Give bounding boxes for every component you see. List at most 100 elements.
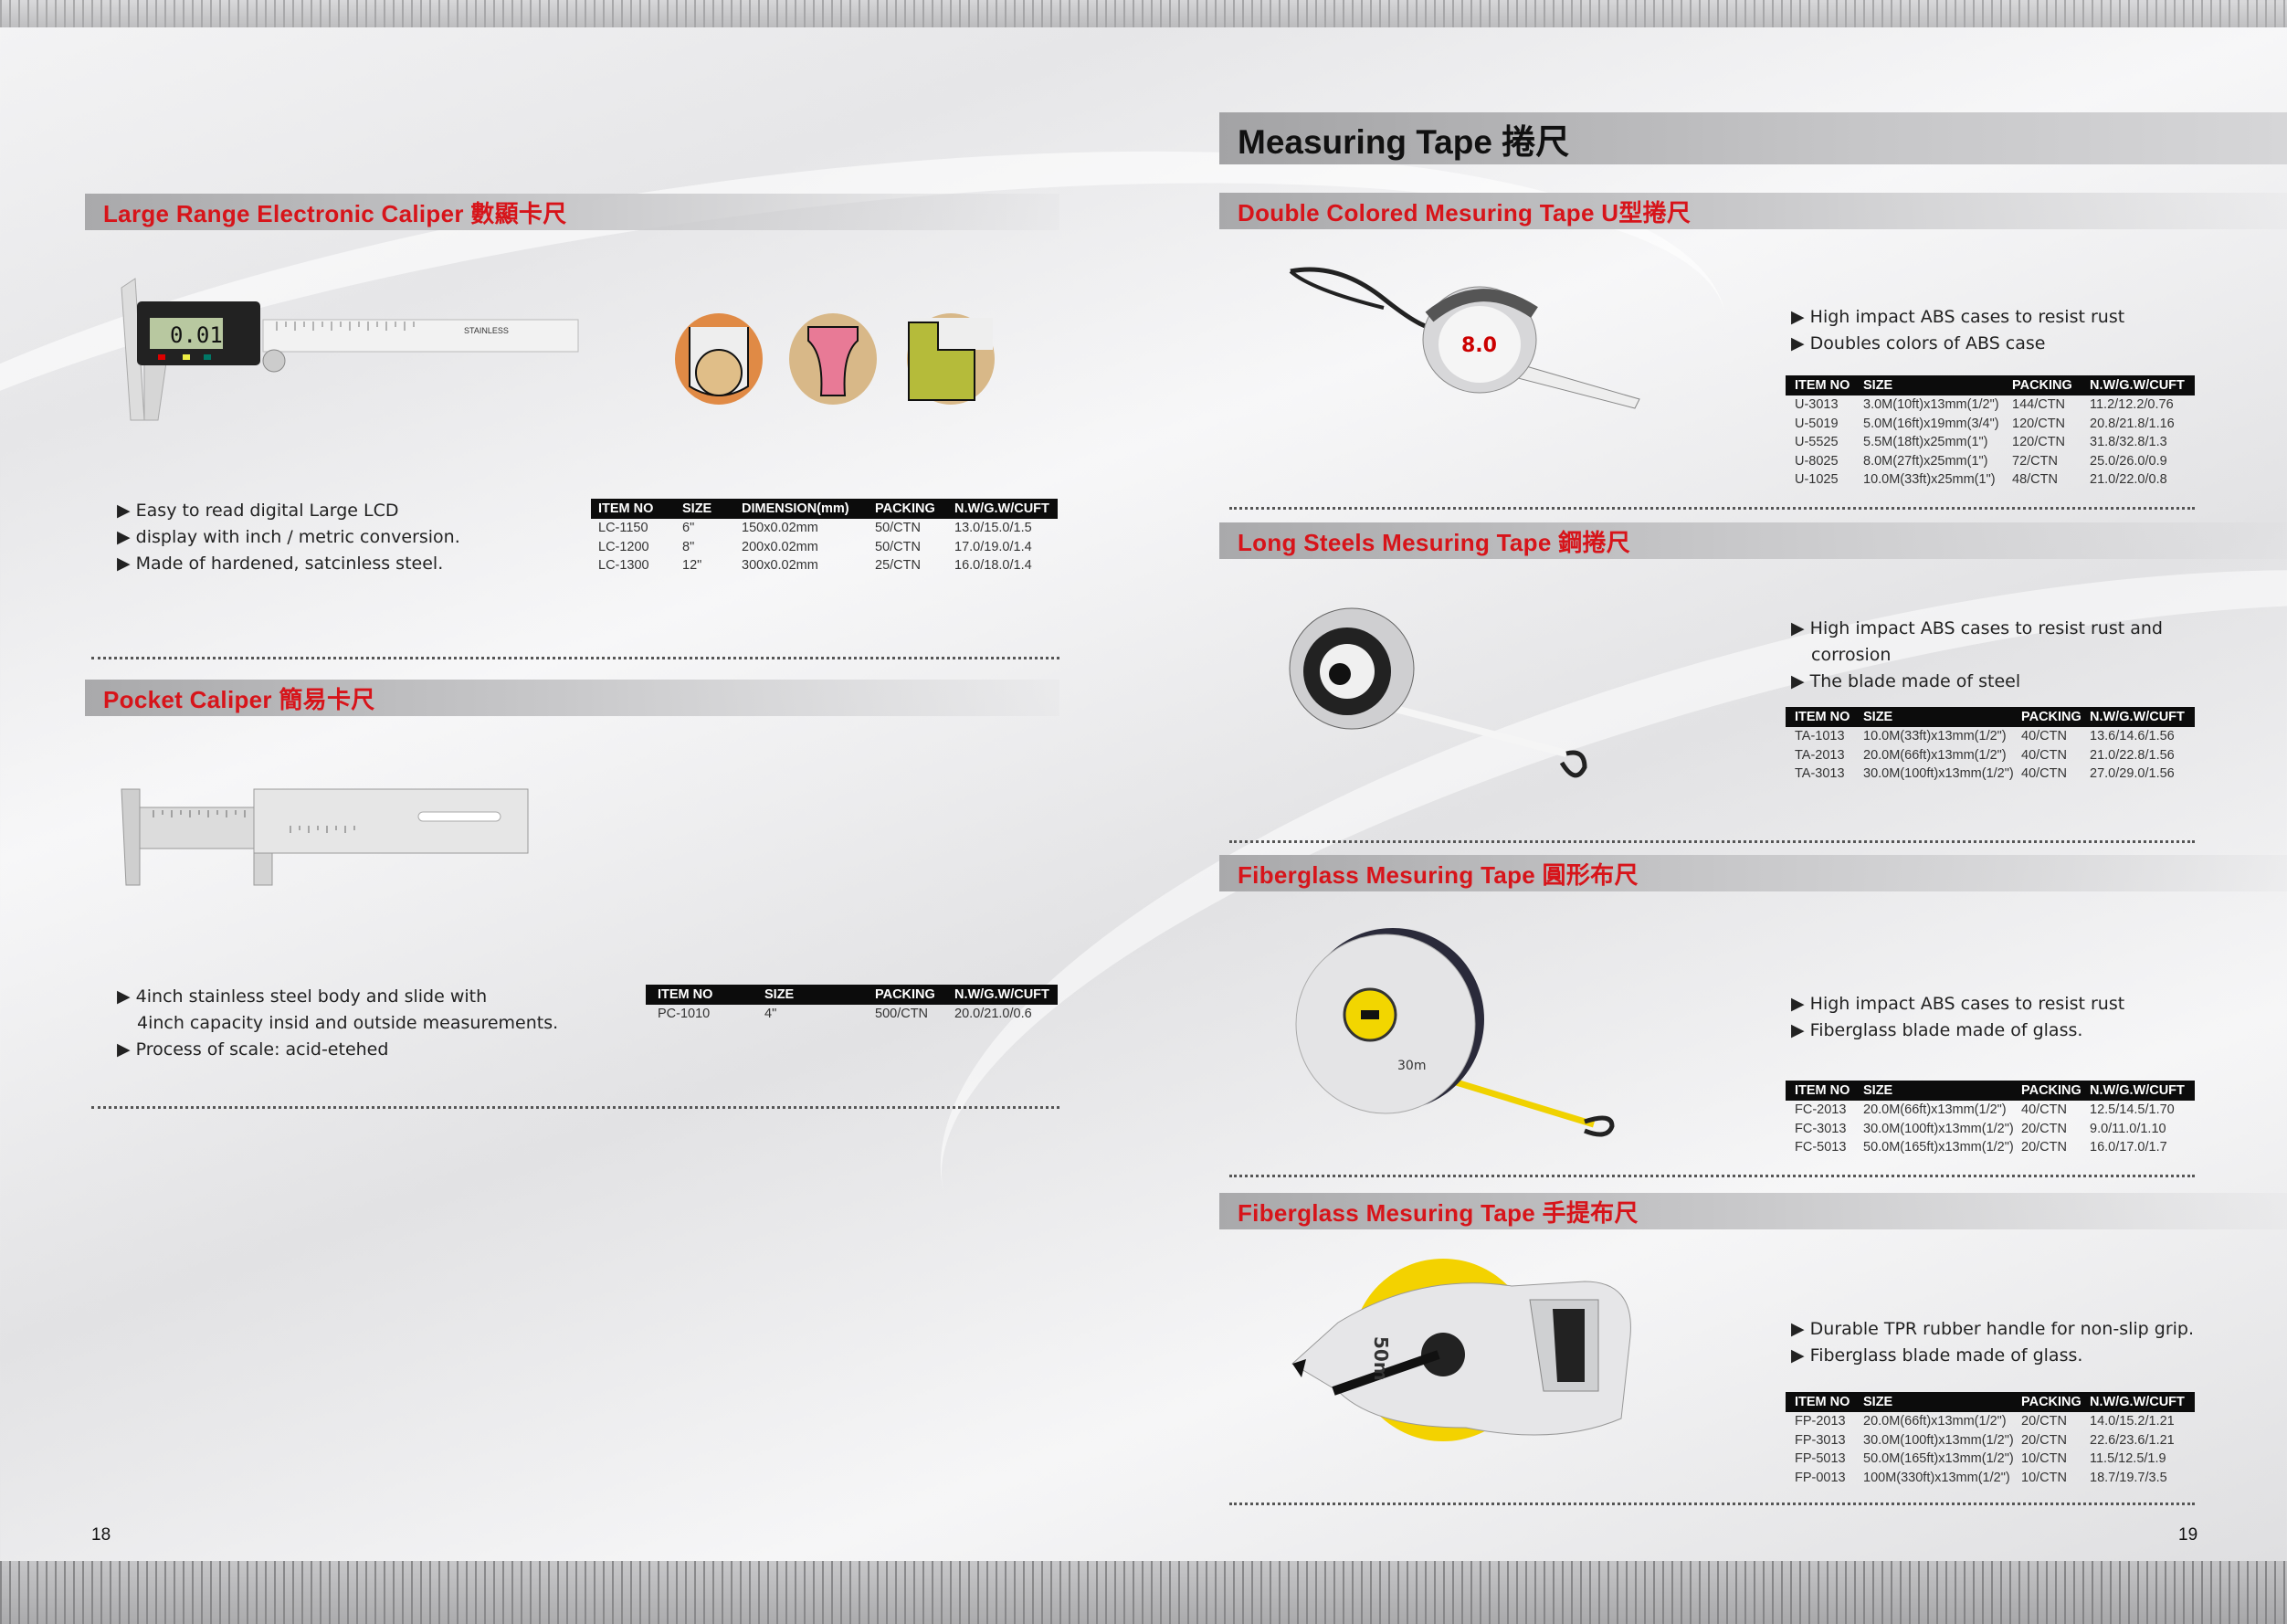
table-cell: 5.5M(18ft)x25mm(1") <box>1863 435 1988 450</box>
table-cell: FP-2013 <box>1795 1414 1846 1429</box>
table-cell: 27.0/29.0/1.56 <box>2090 766 2175 782</box>
feature-item: ▶ Fiberglass blade made of glass. <box>1791 1345 2083 1366</box>
table-cell: 10/CTN <box>2021 1451 2067 1467</box>
section-header-electronic-caliper: Large Range Electronic Caliper 數顯卡尺 <box>85 194 1059 230</box>
table-cell: FC-2013 <box>1795 1102 1847 1118</box>
table-cell: 120/CTN <box>2012 435 2066 450</box>
table-header: ITEM NO SIZE PACKING N.W/G.W/CUFT <box>1786 1081 2195 1101</box>
column-header: SIZE <box>764 987 795 1002</box>
table-cell: PC-1010 <box>658 1007 711 1022</box>
table-cell: 10/CTN <box>2021 1470 2067 1485</box>
table-cell: U-3013 <box>1795 397 1839 413</box>
table-cell: LC-1200 <box>598 539 649 554</box>
divider <box>1229 840 2195 843</box>
table-cell: 12.5/14.5/1.70 <box>2090 1102 2175 1118</box>
column-header: ITEM NO <box>1795 1083 1850 1098</box>
pocket-caliper-features: ▶ 4inch stainless steel body and slide w… <box>117 984 558 1063</box>
table-cell: LC-1300 <box>598 558 649 574</box>
column-header: N.W/G.W/CUFT <box>2090 1395 2185 1409</box>
column-header: N.W/G.W/CUFT <box>2090 710 2185 724</box>
table-cell: 50/CTN <box>875 521 921 536</box>
table-cell: 5.0M(16ft)x19mm(3/4") <box>1863 416 1999 431</box>
table-cell: 144/CTN <box>2012 397 2066 413</box>
column-header: PACKING <box>2021 1083 2081 1098</box>
long-steel-tape-image <box>1289 607 1587 778</box>
divider <box>1229 507 2195 510</box>
table-cell: 50.0M(165ft)x13mm(1/2") <box>1863 1451 2014 1467</box>
column-header: ITEM NO <box>598 501 654 516</box>
electronic-caliper-features: ▶ Easy to read digital Large LCD ▶ displ… <box>117 498 460 577</box>
feature-item: ▶ Made of hardened, satcinless steel. <box>117 554 444 574</box>
table-cell: 20/CTN <box>2021 1414 2067 1429</box>
fiberglass-handle-features: ▶ Durable TPR rubber handle for non-slip… <box>1791 1316 2194 1369</box>
table-cell: 72/CTN <box>2012 453 2058 469</box>
column-header: PACKING <box>2021 710 2081 724</box>
table-cell: 6" <box>682 521 695 536</box>
table-cell: 10.0M(33ft)x25mm(1") <box>1863 472 1996 488</box>
table-cell: 4" <box>764 1007 777 1022</box>
table-cell: 8" <box>682 539 695 554</box>
feature-item: ▶ Easy to read digital Large LCD <box>117 501 399 521</box>
fiberglass-round-features: ▶ High impact ABS cases to resist rust ▶… <box>1791 991 2124 1044</box>
table-cell: 9.0/11.0/1.10 <box>2090 1121 2166 1136</box>
table-cell: 100M(330ft)x13mm(1/2") <box>1863 1470 2010 1485</box>
table-cell: 20.0M(66ft)x13mm(1/2") <box>1863 747 2007 763</box>
divider <box>1229 1175 2195 1177</box>
page-title: Measuring Tape 捲尺 <box>1238 122 1570 161</box>
table-cell: 14.0/15.2/1.21 <box>2090 1414 2175 1429</box>
table-cell: 17.0/19.0/1.4 <box>954 539 1032 554</box>
feature-item: ▶ Doubles colors of ABS case <box>1791 333 2046 353</box>
column-header: DIMENSION(mm) <box>742 501 849 516</box>
pocket-caliper-image <box>121 788 529 886</box>
table-cell: 13.0/15.0/1.5 <box>954 521 1032 536</box>
feature-item: ▶ 4inch stainless steel body and slide w… <box>117 986 488 1007</box>
table-cell: 11.2/12.2/0.76 <box>2090 397 2174 413</box>
column-header: ITEM NO <box>1795 378 1850 393</box>
table-cell: 20/CTN <box>2021 1140 2067 1155</box>
feature-item: ▶ Fiberglass blade made of glass. <box>1791 1020 2083 1040</box>
table-cell: FP-5013 <box>1795 1451 1846 1467</box>
column-header: SIZE <box>1863 1083 1893 1098</box>
table-cell: TA-3013 <box>1795 766 1845 782</box>
table-cell: 48/CTN <box>2012 472 2058 488</box>
table-cell: 40/CTN <box>2021 1102 2067 1118</box>
electronic-caliper-image: STAINLESS 0.01 <box>121 278 579 421</box>
feature-item: ▶ Process of scale: acid-etehed <box>117 1039 389 1060</box>
feature-item: 4inch capacity insid and outside measure… <box>137 1013 559 1033</box>
feature-item: corrosion <box>1811 645 1892 665</box>
table-cell: 31.8/32.8/1.3 <box>2090 435 2167 450</box>
long-steels-features: ▶ High impact ABS cases to resist rust a… <box>1791 616 2163 695</box>
column-header: N.W/G.W/CUFT <box>2090 1083 2185 1098</box>
section-header-pocket-caliper: Pocket Caliper 簡易卡尺 <box>85 680 1059 716</box>
table-cell: 30.0M(100ft)x13mm(1/2") <box>1863 1121 2014 1136</box>
column-header: ITEM NO <box>1795 1395 1850 1409</box>
table-cell: 16.0/17.0/1.7 <box>2090 1140 2167 1155</box>
table-cell: 12" <box>682 558 702 574</box>
double-colored-tape-image: 8.0 <box>1289 267 1640 409</box>
table-cell: 20.0M(66ft)x13mm(1/2") <box>1863 1414 2007 1429</box>
table-cell: 25/CTN <box>875 558 921 574</box>
table-row: FP-2013 20.0M(66ft)x13mm(1/2") 20/CTN 14.0/… <box>1786 1412 2195 1431</box>
page-number-right: 19 <box>2178 1525 2198 1545</box>
table-cell: 20/CTN <box>2021 1121 2067 1136</box>
section-header-double-colored: Double Colored Mesuring Tape U型捲尺 <box>1219 193 2287 229</box>
table-cell: 21.0/22.0/0.8 <box>2090 472 2167 488</box>
section-header-fiberglass-round: Fiberglass Mesuring Tape 圓形布尺 <box>1219 855 2287 891</box>
table-cell: 40/CTN <box>2021 747 2067 763</box>
svg-text:30m: 30m <box>1397 1059 1426 1073</box>
table-cell: 8.0M(27ft)x25mm(1") <box>1863 453 1988 469</box>
